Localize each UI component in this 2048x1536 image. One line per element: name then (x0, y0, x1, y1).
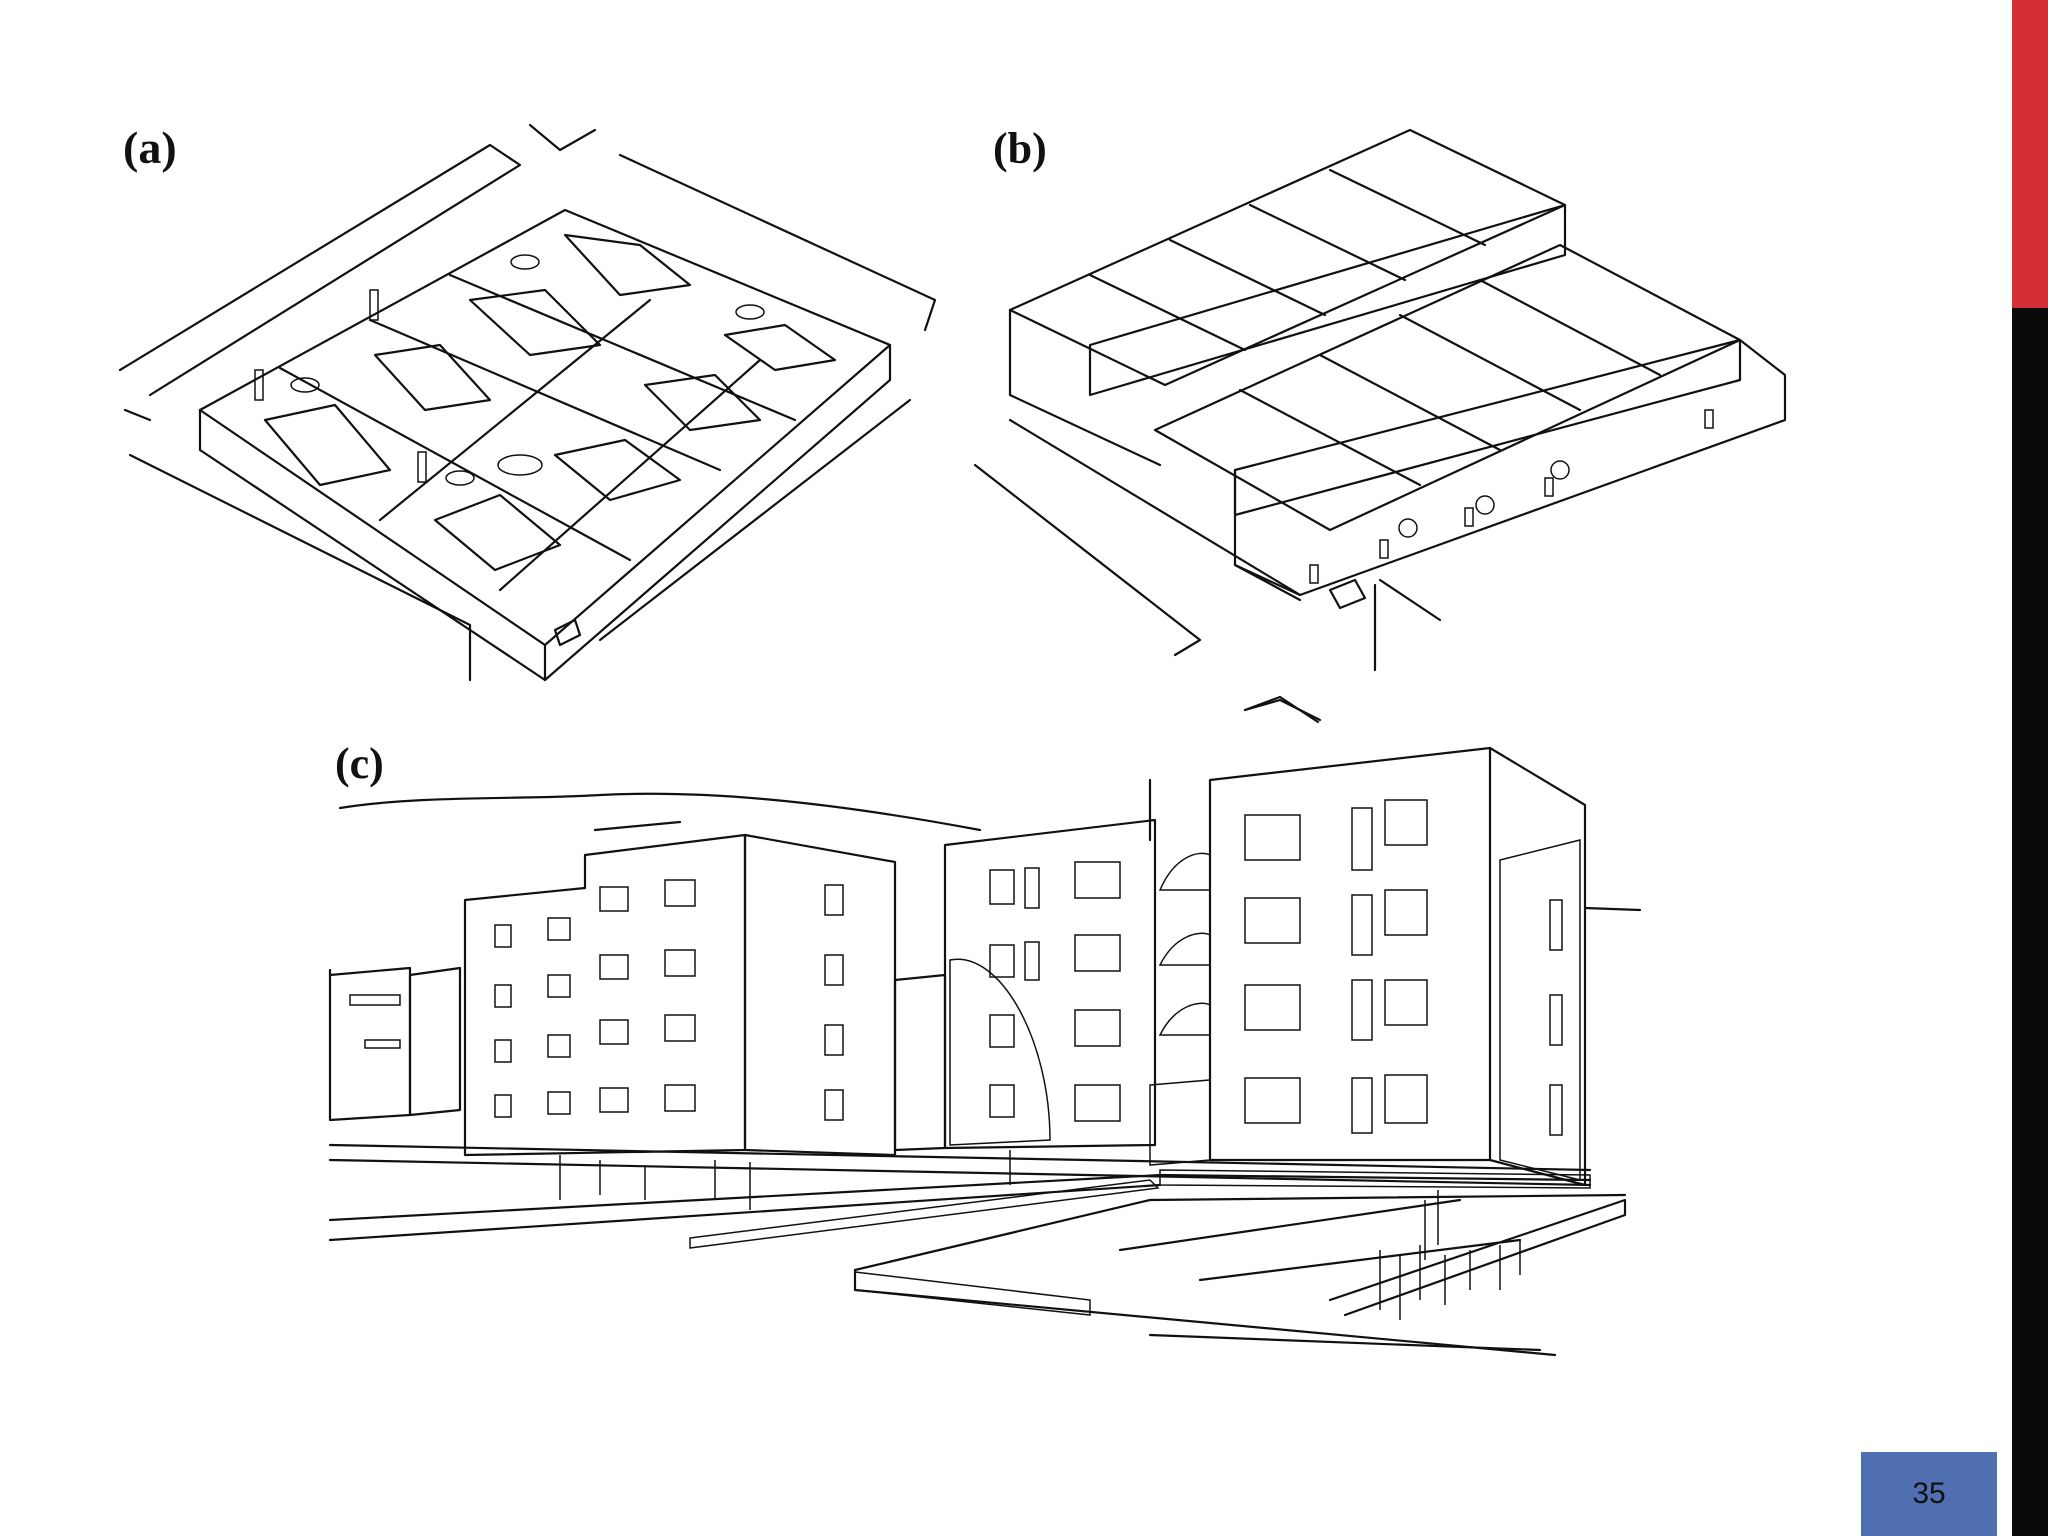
accent-bar-red (2012, 0, 2048, 308)
label-a: (a) (123, 122, 177, 173)
page-number-box: 35 (1861, 1452, 1997, 1536)
accent-bar-black (2012, 308, 2048, 1536)
sketch-a-courtyard-houses (118, 123, 937, 682)
label-c: (c) (335, 739, 384, 788)
label-b: (b) (993, 124, 1047, 173)
page-number: 35 (1912, 1477, 1946, 1510)
sketch-c-apartment-blocks (328, 695, 1642, 1357)
sketch-b-row-houses (973, 128, 1787, 722)
